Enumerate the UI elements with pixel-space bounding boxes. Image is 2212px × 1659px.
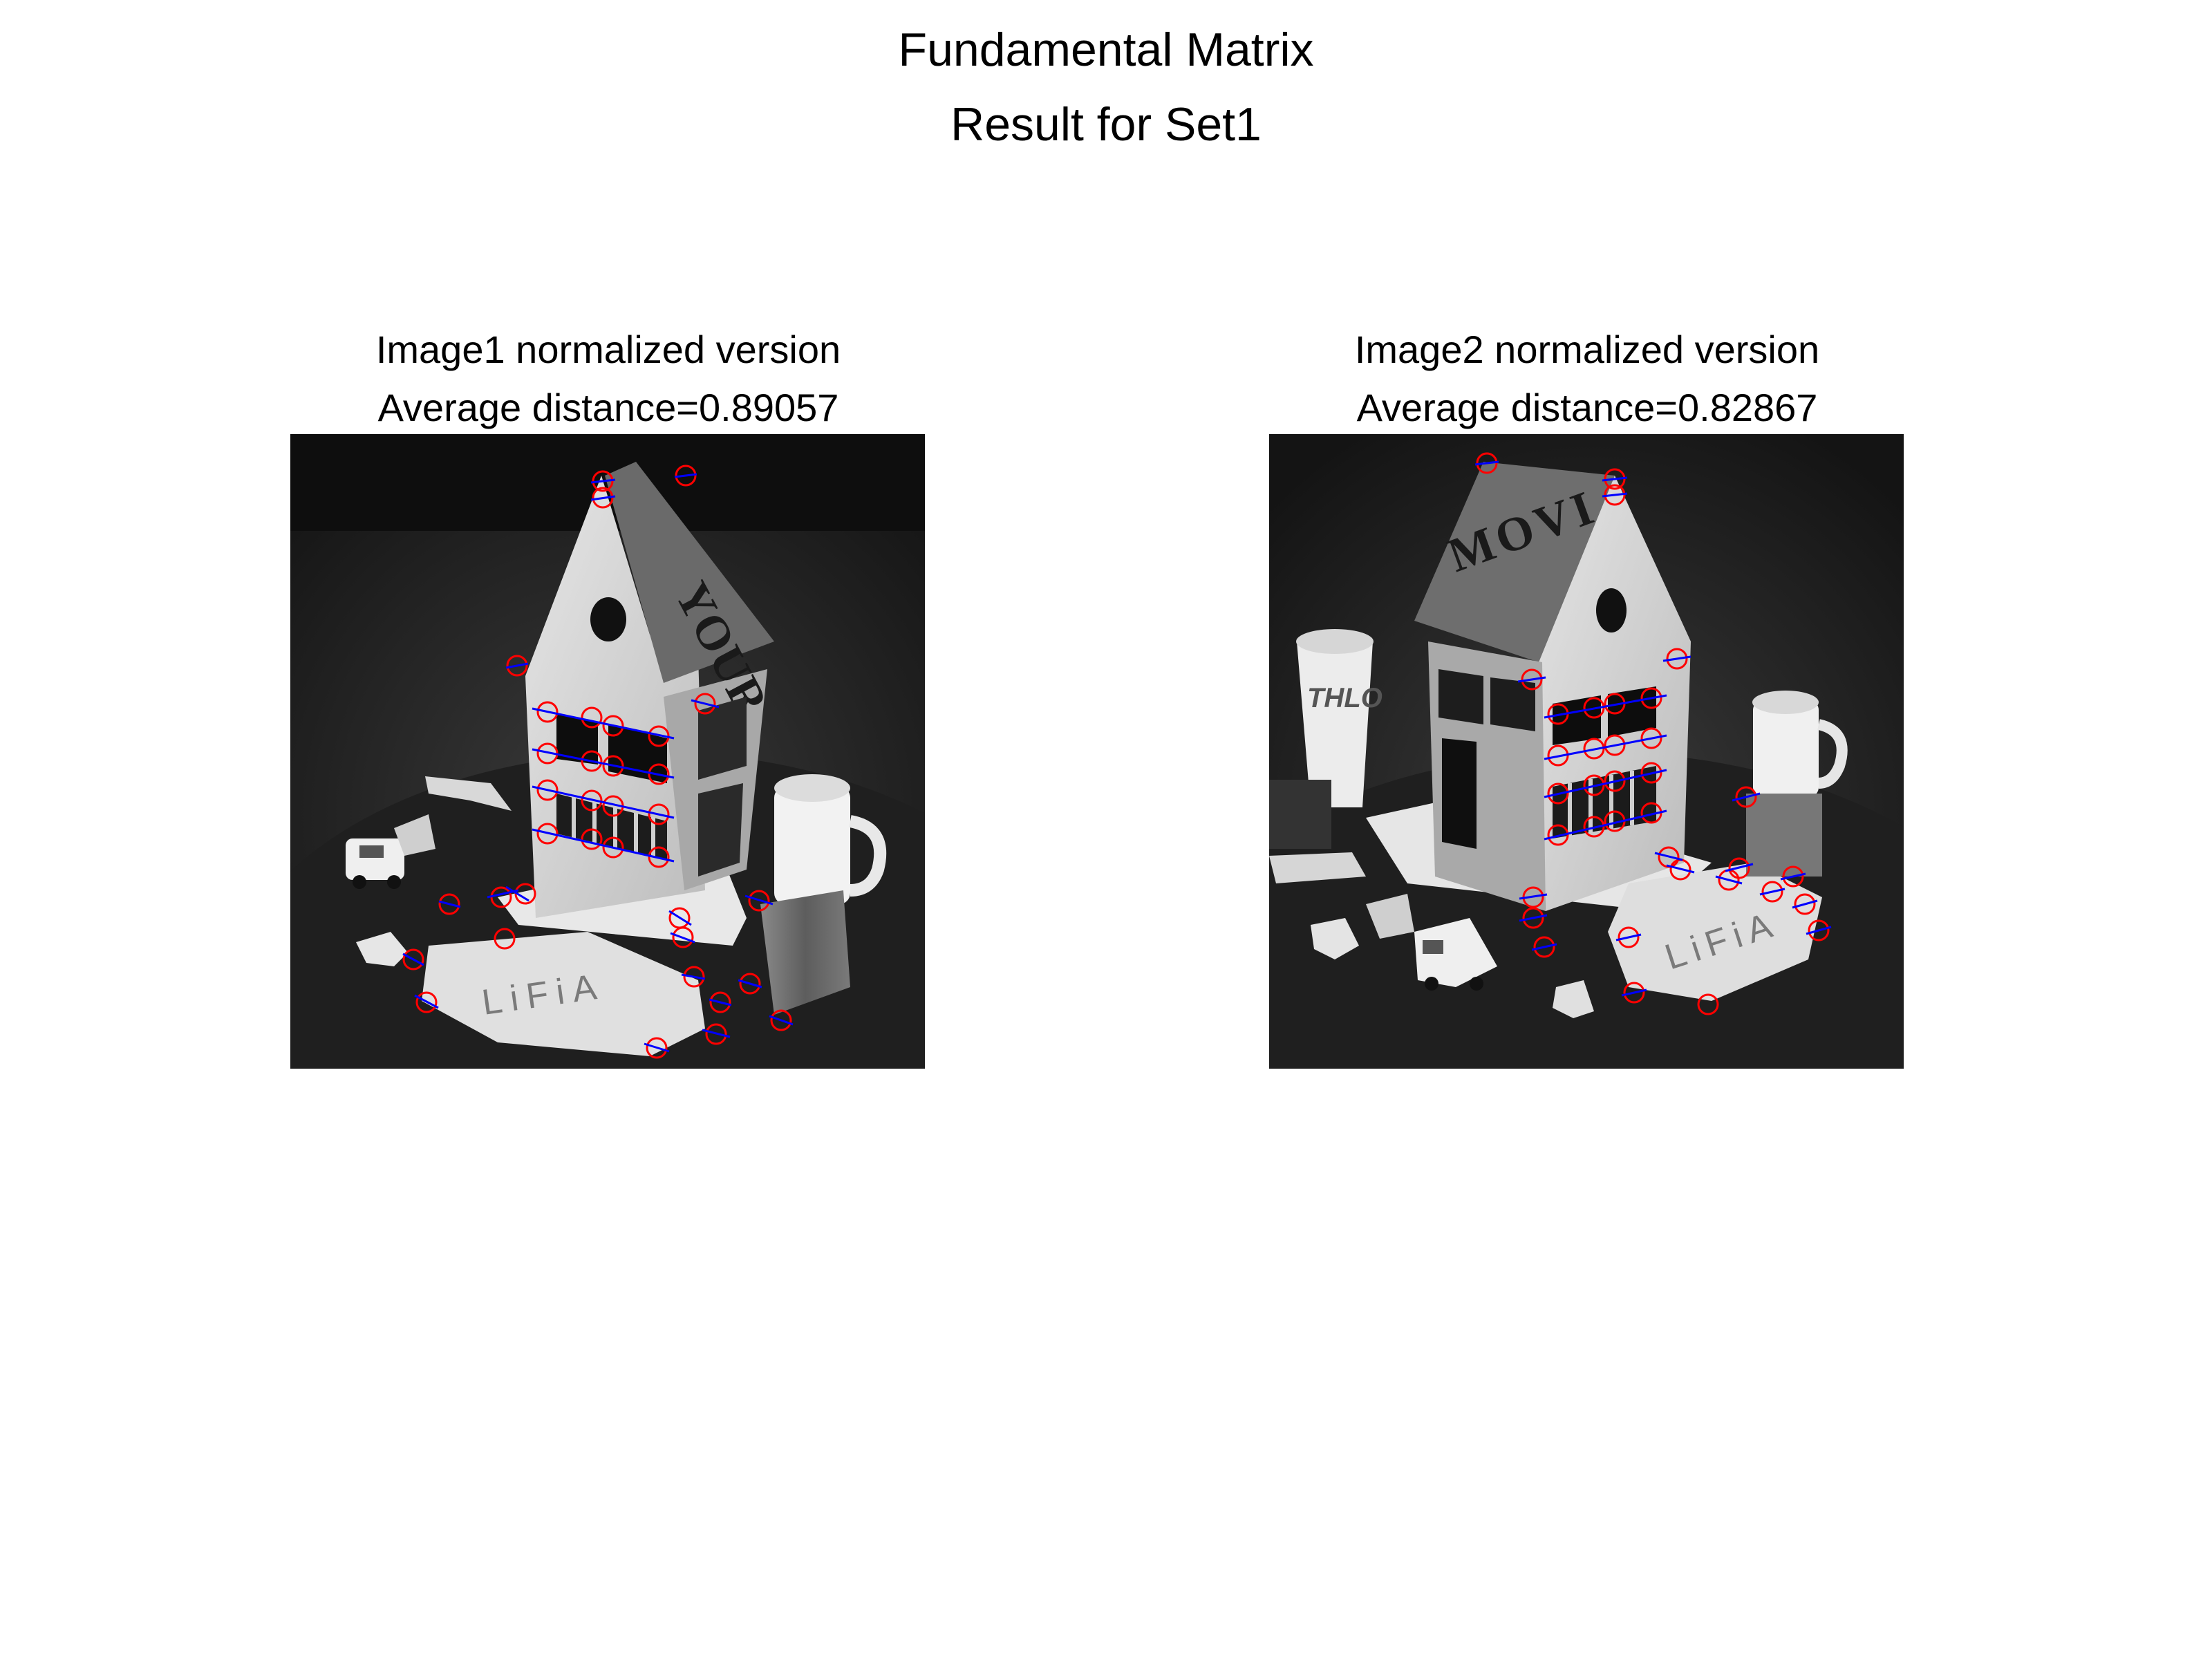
- mug: [774, 787, 850, 904]
- small-paper: [1553, 980, 1594, 1018]
- figure-title-line2: Result for Set1: [950, 98, 1262, 151]
- roof: [1414, 462, 1615, 662]
- round-window: [1596, 588, 1627, 632]
- window-grid: [556, 794, 667, 859]
- wood-block: [1746, 794, 1822, 877]
- roof: [605, 462, 774, 683]
- cup: [1297, 641, 1373, 807]
- wood-block: [760, 890, 850, 1015]
- panel2-image: LiFiA THLO MOVI: [1269, 434, 1904, 1069]
- mug: [1753, 700, 1819, 797]
- tube2: [394, 814, 435, 856]
- side-window: [698, 783, 743, 877]
- panel1-title-line2: Average distance=0.89057: [377, 386, 839, 429]
- window: [1553, 695, 1601, 745]
- mug-handle: [849, 815, 887, 897]
- box: [1269, 780, 1331, 849]
- mug-rim: [1752, 691, 1819, 714]
- side-window: [1438, 669, 1483, 724]
- van-window: [1423, 940, 1443, 954]
- tube: [1269, 852, 1366, 883]
- tube: [425, 776, 512, 811]
- mug-handle: [1817, 719, 1848, 789]
- side-window: [1490, 677, 1535, 731]
- cup-text: THLO: [1307, 683, 1382, 713]
- small-paper: [356, 932, 408, 966]
- small-paper: [1311, 918, 1359, 959]
- epipolar-lines: [402, 473, 794, 1053]
- cup-rim: [1296, 629, 1374, 654]
- feature-markers: [402, 465, 792, 1059]
- door: [1442, 738, 1477, 849]
- figure-title-line1: Fundamental Matrix: [898, 24, 1314, 76]
- side-window: [698, 697, 747, 780]
- toy-van: [1414, 918, 1497, 987]
- lifia-paper: [1608, 863, 1822, 1001]
- panel1-title-line1: Image1 normalized version: [375, 328, 841, 371]
- panel2-title-line2: Average distance=0.82867: [1356, 386, 1818, 429]
- round-window: [590, 597, 626, 641]
- epipolar-lines: [1474, 460, 1832, 997]
- van-window: [359, 845, 384, 858]
- mug-rim: [774, 774, 850, 802]
- panel1-image: LiFiA YOUR: [290, 434, 925, 1069]
- panel2-title-line1: Image2 normalized version: [1354, 328, 1820, 371]
- panel2-scene: LiFiA THLO MOVI: [1269, 434, 1904, 1069]
- toy-van: [346, 838, 404, 880]
- lifia-paper: [422, 932, 705, 1056]
- tube2: [1366, 894, 1414, 939]
- panel1-scene: LiFiA YOUR: [290, 434, 925, 1069]
